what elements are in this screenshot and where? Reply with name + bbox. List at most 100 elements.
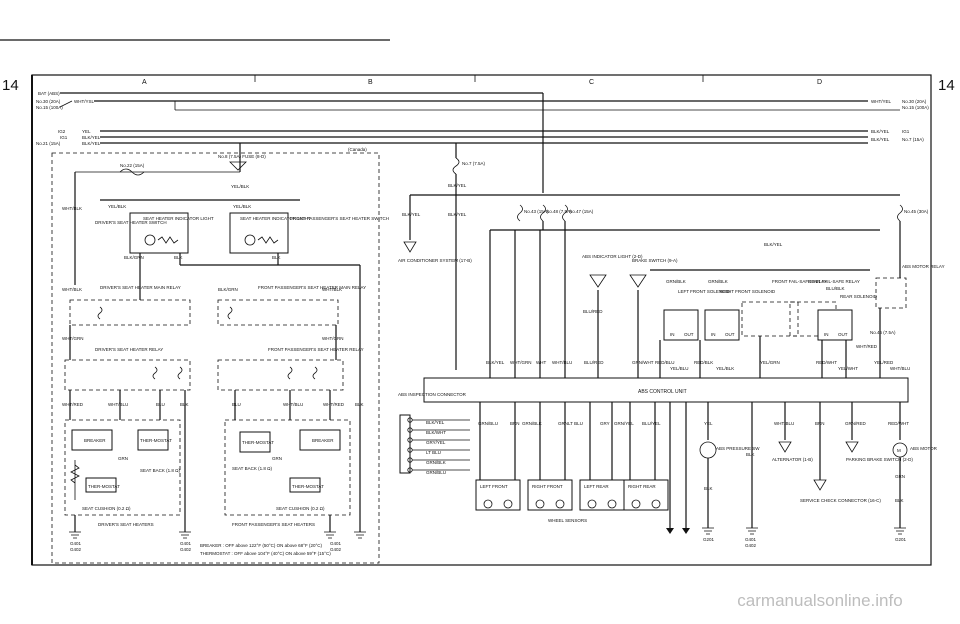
wht-blu-label: WHT/BLU [108, 402, 128, 407]
passenger-main-relay-label: FRONT PASSENGER'S SEAT HEATER MAIN RELAY [258, 285, 366, 290]
wht-red-label: WHT/RED [62, 402, 84, 407]
fuse-22-label: No.22 (15A) [120, 163, 145, 168]
fuse-8-symbol [229, 161, 247, 171]
sensor-left-front [475, 479, 521, 511]
top-wire-10: YEL/GRN [760, 360, 780, 365]
ac-system-label: AIR CONDITIONER SYSTEM (17-B) [398, 258, 472, 263]
front-failsafe-box [741, 301, 799, 337]
driver-main-relay [69, 299, 191, 326]
passenger-heater-box [224, 419, 351, 516]
wht-blk-label-3: WHT/BLK [322, 287, 342, 292]
top-wire-4: BLU/RED [584, 360, 604, 365]
canada-label: (Canada) [348, 147, 367, 152]
wht-blk-label: WHT/BLK [62, 206, 82, 211]
driver-switch-box [129, 212, 189, 254]
seat-cushion-label: SEAT CUSHION (0.2 Ω) [82, 506, 131, 511]
passenger-switch-label: FRONT PASSENGER'S SEAT HEATER SWITCH [290, 216, 389, 221]
top-wire-6: RED/BLU [655, 360, 675, 365]
bottom-wire-12: RED/WHT [888, 421, 909, 426]
bottom-wire-8: YEL [704, 421, 713, 426]
alternator-arrow [778, 441, 792, 453]
blu-label-2: BLU [232, 402, 241, 407]
thermostat-2 [85, 477, 117, 493]
sensor-label-2: LEFT REAR [584, 484, 609, 489]
sensor-coil-1 [535, 499, 545, 509]
bottom-wire-7: BLU/YEL [642, 421, 661, 426]
rear-solenoid-label: REAR SOLENOID [840, 294, 878, 299]
wht-red-label-2: WHT/RED [323, 402, 345, 407]
g402-label-3: G402 [330, 547, 342, 552]
blk-label-4: BLK [355, 402, 364, 407]
right-blk-yel-label: BLK/YEL [871, 129, 890, 134]
relay-coil-6 [312, 366, 318, 380]
abs-blk-yel-label-2: BLK/YEL [402, 212, 421, 217]
bottom-wire-9: WHT/BLU [774, 421, 794, 426]
wht-blu-label-2: WHT/BLU [283, 402, 303, 407]
sensor-right-rear [623, 479, 669, 511]
fuse-15-link [59, 100, 73, 108]
top-wire-0: BLK/YEL [486, 360, 505, 365]
yel-blk-label-1: YEL/BLK [231, 184, 249, 189]
in-label-3: IN [824, 332, 829, 337]
wht-grn-label-2: WHT/GRN [322, 336, 344, 341]
sensor-label-1: RIGHT FRONT [532, 484, 563, 489]
front-failsafe-label: FRONT FAIL-SAFE RELAY [772, 279, 827, 284]
blu-blk-label: BLU/BLK [826, 286, 845, 291]
left-solenoid-label: LEFT FRONT SOLENOID [678, 289, 731, 294]
blk-grn-label-2: BLK/GRN [218, 287, 238, 292]
fuse-45-symbol [897, 204, 903, 222]
driver-heaters-label: DRIVER'S SEAT HEATERS [98, 522, 154, 527]
fuse-43-label: No.43 (15A) [524, 209, 549, 214]
passenger-heaters-label: FRONT PASSENGER'S SEAT HEATERS [232, 522, 315, 527]
blk-label-3: BLK [180, 402, 189, 407]
pressure-switch [699, 441, 717, 459]
blk-r3-label: BLK [895, 498, 904, 503]
blk-label-2: BLK [272, 255, 281, 260]
g402-label-2: G402 [180, 547, 192, 552]
fuse-47-symbol [562, 204, 568, 222]
indicator-label-2: SEAT HEATER INDICATOR LIGHT [240, 216, 311, 221]
sensor-coil-2 [587, 499, 597, 509]
sensor-right-front [527, 479, 573, 511]
pressure-sw-label: ABS PRESSURE SW [716, 446, 760, 451]
sensor-label-0: LEFT FRONT [480, 484, 508, 489]
top-wire-14: WHT/BLU [890, 366, 910, 371]
thermostat-note: THERMOSTAT : OFF above 104°F (40°C) ON a… [200, 551, 331, 556]
blk-r2-label: BLK [746, 452, 755, 457]
driver-relay [64, 359, 191, 391]
seat-cushion-label-2: SEAT CUSHION (0.2 Ω) [276, 506, 325, 511]
inspection-connector [399, 414, 411, 474]
relay-coil-3 [152, 366, 158, 380]
zone-d-label: D [817, 79, 822, 86]
ecu-top-wires [489, 221, 901, 378]
abs-blk-yel-label: BLK/YEL [448, 183, 467, 188]
out-label-3: OUT [838, 332, 848, 337]
g401-label-3: G401 [330, 541, 342, 546]
fuse-46-label: No.46 (7.5A) [870, 330, 896, 335]
thermostat-1 [137, 429, 169, 451]
passenger-relay [217, 359, 344, 391]
bottom-wire-1: BRN [510, 421, 520, 426]
rear-solenoid-box [817, 309, 853, 341]
thermostat-label-1: THER-MOSTAT [140, 438, 172, 443]
top-wire-3: WHT/BLU [552, 360, 572, 365]
blk-r-label: BLK [704, 486, 713, 491]
sensor-gear-0 [503, 499, 513, 509]
abs-indicator-arrow [589, 274, 607, 288]
fuse-47-label: No.47 (15A) [569, 209, 594, 214]
ac-arrow [403, 241, 417, 253]
seat-back-label-2: SEAT BACK (1.8 Ω) [232, 466, 272, 471]
indicator-label-1: SEAT HEATER INDICATOR LIGHT [143, 216, 214, 221]
blk-yel-label-1: BLK/YEL [82, 135, 101, 140]
right-ig1-label: IG1 [902, 129, 910, 134]
abs-control-unit [423, 377, 909, 403]
motor-relay-box [875, 277, 907, 309]
driver-switch-label: DRIVER'S SEAT HEATER SWITCH [95, 220, 167, 225]
g401-abs-label: G401 [745, 537, 757, 542]
top-wire-12: YEL/WHT [838, 366, 858, 371]
grn-blk-label-2: GRN/BLK [708, 279, 728, 284]
blk-yel-label-2: BLK/YEL [82, 141, 101, 146]
relay-coil-2 [227, 306, 233, 320]
top-wire-1: WHT/GRN [510, 360, 532, 365]
